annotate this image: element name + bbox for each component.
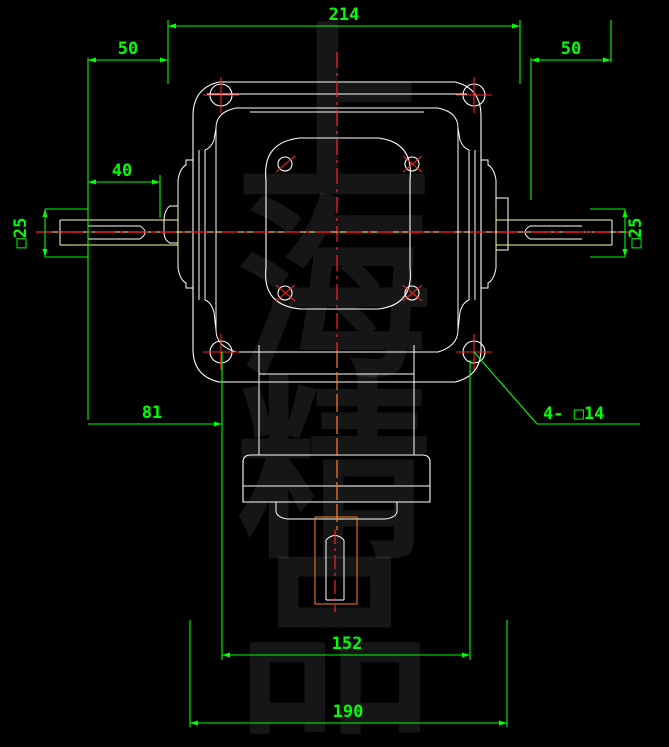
right-housing-neck-top <box>457 127 470 151</box>
watermark-char-4: 品 <box>237 534 432 747</box>
cover-bolt-hole-bottom-right <box>404 285 420 301</box>
left-housing-neck-top <box>204 127 217 151</box>
right-shaft-extension-box <box>496 219 612 246</box>
crosshair-top-right <box>456 77 492 113</box>
dim-label-152: 152 <box>332 634 363 654</box>
cover-bolt-hole-bottom-left <box>277 285 293 301</box>
left-flange-outer <box>163 205 178 244</box>
output-shaft-construction <box>314 516 358 605</box>
crosshair-cover-br <box>402 284 423 302</box>
hole-callout-label: 4- □14 <box>543 404 604 424</box>
crosshair-bottom-left <box>203 334 239 370</box>
dim-label-190: 190 <box>333 702 364 722</box>
right-housing-neck-bot <box>457 299 470 331</box>
cover-plate-outline <box>265 137 411 310</box>
left-housing-neck-bot <box>204 299 217 331</box>
crosshair-cover-tr <box>402 155 423 173</box>
crosshair-cover-bl <box>275 284 296 302</box>
right-flange-outer <box>496 197 509 251</box>
crosshair-cover-tl <box>275 155 296 173</box>
output-shaft-box <box>314 517 358 605</box>
cover-bolt-hole-top-left <box>277 156 293 172</box>
housing-outer-body <box>192 81 482 383</box>
left-shaft-extension-box <box>60 219 178 246</box>
watermark-char-1: 上 <box>237 4 432 231</box>
hole-crosshairs <box>203 77 492 370</box>
dim-label-214: 214 <box>329 5 360 25</box>
dim-label-50-left: 50 <box>118 39 138 59</box>
dim-label-81: 81 <box>142 403 162 423</box>
dim-label-40: 40 <box>112 161 132 181</box>
crosshair-top-left <box>203 77 239 113</box>
output-flange-collar <box>242 454 431 503</box>
dim-label-25-left: □25 <box>11 218 31 249</box>
cover-bolt-hole-top-right <box>404 156 420 172</box>
watermark-char-3: 精 <box>237 359 432 586</box>
dim-label-50-right: 50 <box>561 39 581 59</box>
dim-label-25-right: □25 <box>626 218 646 249</box>
hole-callout-leader <box>473 351 538 425</box>
